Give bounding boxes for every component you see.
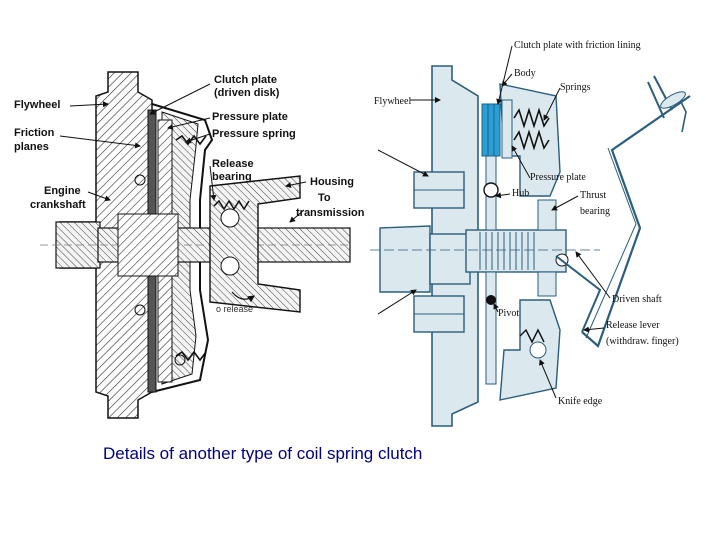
label-pressure-plate-right: Pressure plate [530,172,586,183]
label-knife-edge: Knife edge [558,396,603,407]
label-clutch-plate-1: Clutch plate [214,74,277,86]
label-pressure-spring: Pressure spring [212,128,296,140]
label-thrust-bearing-1: Thrust [580,190,606,201]
label-to-transmission-2: transmission [296,207,365,219]
label-thrust-bearing-2: bearing [580,206,610,217]
label-release-lever-1: Release lever [606,320,660,331]
label-to-release: o release [216,304,253,314]
label-engine-crankshaft-1: Engine [44,185,81,197]
figure-caption: Details of another type of coil spring c… [103,444,423,463]
label-pivot: Pivot [498,308,519,319]
label-clutch-plate-friction-lining: Clutch plate with friction lining [514,40,641,51]
label-clutch-plate-2: (driven disk) [214,87,280,99]
label-to-transmission-1: To [318,192,331,204]
label-driven-shaft: Driven shaft [612,294,662,305]
label-springs: Springs [560,82,591,93]
label-release-bearing-1: Release [212,158,254,170]
label-friction-planes-2: planes [14,141,49,153]
label-release-lever-2: (withdraw. finger) [606,336,679,347]
label-hub: Hub [512,188,529,199]
left-clutch-cross-section [40,71,352,419]
label-release-bearing-2: bearing [212,171,252,183]
label-housing: Housing [310,176,354,188]
right-clutch-cross-section [370,45,691,427]
label-flywheel: Flywheel [14,99,60,111]
label-friction-planes-1: Friction [14,127,55,139]
label-body: Body [514,68,536,79]
label-pressure-plate: Pressure plate [212,111,288,123]
label-flywheel-right: Flywheel [374,96,411,107]
label-engine-crankshaft-2: crankshaft [30,199,86,211]
